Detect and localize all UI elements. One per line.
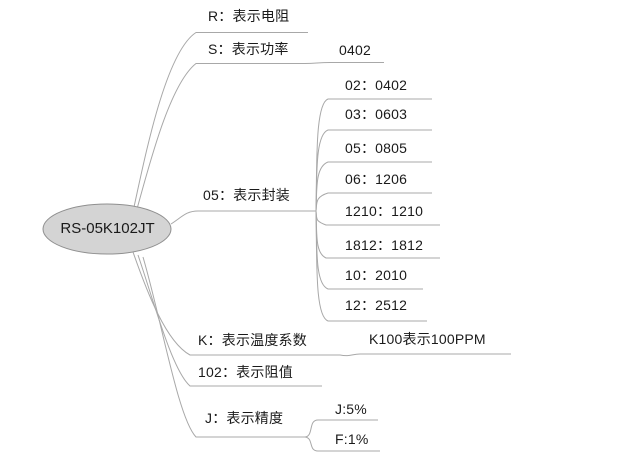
topic-resistance[interactable]: R：表示电阻 [208, 8, 290, 24]
topic-power[interactable]: S：表示功率 [208, 41, 289, 57]
subtopic-pkg-2512[interactable]: 12：2512 [345, 297, 408, 313]
branch-line-r [133, 32, 308, 208]
topic-resistance-value[interactable]: 102：表示阻值 [198, 364, 293, 380]
subtopic-j-5pct[interactable]: J:5% [335, 401, 367, 417]
subtopic-f-1pct[interactable]: F:1% [335, 431, 369, 447]
topic-package[interactable]: 05：表示封装 [203, 187, 290, 203]
branch-line-s-0402 [136, 62, 384, 210]
branch-line-j [142, 256, 305, 438]
subtopic-pkg-0402[interactable]: 02：0402 [345, 77, 408, 93]
child-line-2512 [315, 210, 427, 322]
branch-line-102 [137, 254, 322, 387]
topic-tempco[interactable]: K：表示温度系数 [198, 332, 307, 348]
root-topic-ellipse[interactable] [42, 203, 172, 255]
subtopic-pkg-1210[interactable]: 1210：1210 [345, 203, 424, 219]
child-line-f1 [304, 436, 380, 452]
subtopic-pkg-0805[interactable]: 05：0805 [345, 140, 408, 156]
child-line-1206 [315, 192, 432, 212]
subtopic-pkg-2010[interactable]: 10：2010 [345, 267, 408, 283]
topic-precision[interactable]: J：表示精度 [205, 410, 284, 426]
root-topic[interactable]: RS-05K102JT [60, 220, 155, 237]
subtopic-pkg-1206[interactable]: 06：1206 [345, 171, 408, 187]
subtopic-pkg-0603[interactable]: 03：0603 [345, 106, 408, 122]
child-line-j5 [304, 419, 378, 438]
branch-line-package [170, 210, 316, 225]
subtopic-pkg-1812[interactable]: 1812：1812 [345, 237, 424, 253]
branch-line-k-k100 [132, 251, 511, 357]
subtopic-k100ppm[interactable]: K100表示100PPM [369, 331, 486, 347]
subtopic-power-0402[interactable]: 0402 [339, 42, 371, 58]
